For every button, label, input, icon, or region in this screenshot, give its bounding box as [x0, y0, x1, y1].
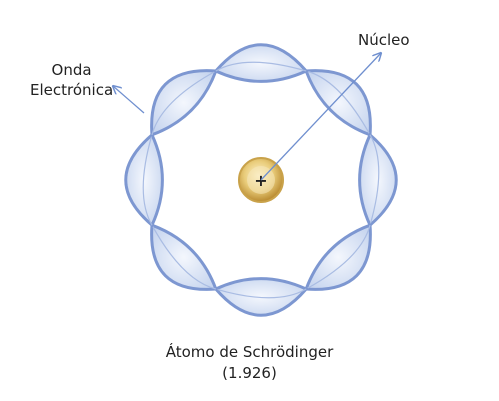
wave-inner-line: [142, 134, 153, 226]
wave-lobe: [358, 132, 398, 228]
wave-inner-line: [215, 288, 307, 299]
wave-lobe: [304, 69, 372, 137]
wave-inner-line: [151, 224, 216, 290]
caption-title: Átomo de Schrödinger: [165, 343, 334, 361]
nucleus-symbol: +: [254, 171, 267, 190]
wave-label-line1: Onda: [51, 61, 92, 79]
wave-inner-line: [306, 70, 371, 136]
wave-inner-line: [151, 70, 217, 135]
diagram-caption: Átomo de Schrödinger (1.926): [0, 342, 499, 384]
nucleus-label: Núcleo: [358, 31, 410, 49]
wave-label-line2: Electrónica: [30, 81, 114, 99]
wave-inner-line: [369, 134, 380, 226]
wave-lobe: [304, 223, 372, 291]
wave-lobe: [213, 277, 309, 317]
wave-lobe: [150, 69, 218, 137]
wave-lobe: [213, 43, 309, 83]
caption-year: (1.926): [222, 364, 277, 382]
wave-inner-line: [215, 61, 307, 72]
wave-lobe: [150, 223, 218, 291]
electron-wave: [124, 43, 398, 317]
wave-arrow-icon: [113, 86, 145, 114]
nucleus-arrow-icon: [260, 53, 381, 181]
wave-lobe: [124, 132, 164, 228]
wave-label: Onda Electrónica: [30, 60, 113, 100]
wave-inner-line: [305, 225, 371, 290]
